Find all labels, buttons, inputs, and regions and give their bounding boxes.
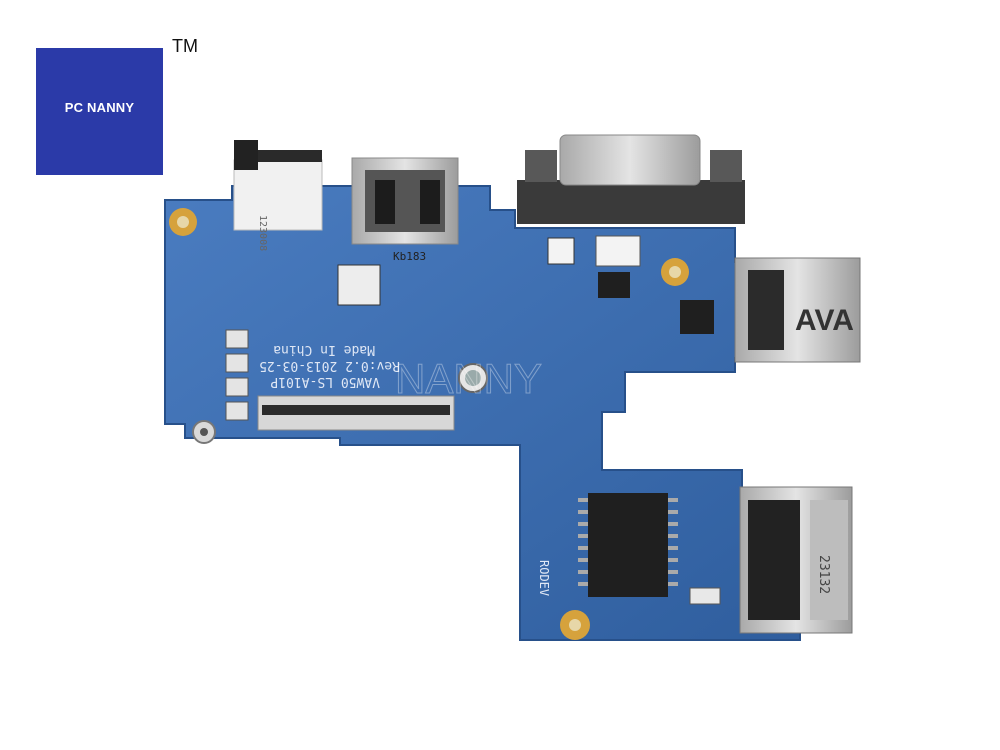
small-chip — [337, 264, 381, 306]
usb-port-top — [351, 157, 459, 245]
vga-connector — [517, 134, 745, 224]
small-chip — [598, 272, 630, 298]
silk-vga-label: Kb183 — [393, 250, 426, 263]
svg-text:AVA: AVA — [795, 304, 854, 337]
small-chip — [547, 237, 575, 265]
standoff-screw — [192, 420, 216, 444]
silk-made-in: Made In China — [273, 342, 375, 357]
flex-connector — [257, 395, 455, 431]
audio-jack: 123008 — [233, 140, 323, 251]
svg-text:123008: 123008 — [257, 215, 268, 251]
small-chip — [689, 587, 721, 605]
lan-controller-chip — [578, 493, 678, 597]
trademark-mark: TM — [172, 36, 198, 56]
mounting-hole-left — [169, 208, 197, 236]
brand-logo-text: PC NANNY — [64, 100, 135, 115]
usb-port-right: AVA — [734, 257, 861, 363]
small-chip — [680, 300, 714, 334]
faint-watermark: NANNY — [395, 355, 542, 402]
brand-logo: PC NANNY — [36, 48, 163, 175]
silk-revision: Rev:0.2 2013-03-25 — [259, 358, 400, 373]
small-chip — [595, 235, 641, 267]
side-pads — [225, 329, 249, 421]
standoff-round — [458, 363, 488, 393]
svg-text:23132: 23132 — [816, 555, 831, 594]
silk-part-no: RODEV — [537, 560, 551, 596]
mounting-hole-bottom — [560, 610, 590, 640]
rj45-ethernet-port: 23132 — [739, 486, 853, 634]
silk-model: VAW50 LS-A101P — [270, 374, 380, 389]
mounting-hole-center — [661, 258, 689, 286]
